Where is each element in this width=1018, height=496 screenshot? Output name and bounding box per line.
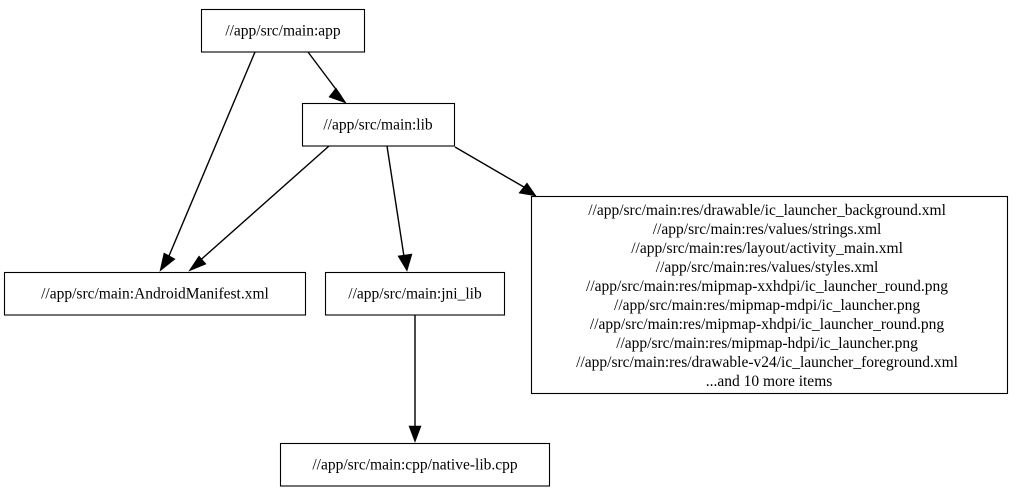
node-label-native-lib: //app/src/main:cpp/native-lib.cpp [312,457,518,474]
arrowhead-icon [188,255,207,272]
edge-line [454,146,530,191]
node-box[interactable] [3,271,307,316]
node-jni-lib[interactable]: //app/src/main:jni_lib [324,271,506,316]
node-box[interactable] [324,271,506,316]
resource-line: //app/src/main:res/layout/activity_main.… [631,240,903,257]
node-app[interactable]: //app/src/main:app [200,8,366,53]
resource-line: //app/src/main:res/drawable/ic_launcher_… [588,202,946,219]
resource-line: //app/src/main:res/mipmap-mdpi/ic_launch… [614,297,920,314]
node-box[interactable] [301,102,456,147]
edge-lib-to-manifest [188,145,330,272]
resource-line: //app/src/main:res/mipmap-xhdpi/ic_launc… [590,316,945,333]
node-box[interactable] [200,8,366,53]
arrowhead-icon [518,182,537,197]
node-manifest[interactable]: //app/src/main:AndroidManifest.xml [3,271,307,316]
resource-line: //app/src/main:res/values/strings.xml [653,221,882,238]
resource-line: //app/src/main:res/drawable-v24/ic_launc… [576,354,958,371]
arrowhead-icon [397,253,413,272]
node-box[interactable] [279,442,551,487]
edge-line [165,51,256,264]
node-label-app: //app/src/main:app [225,23,341,40]
node-label-manifest: //app/src/main:AndroidManifest.xml [41,286,269,303]
resource-line: //app/src/main:res/mipmap-hdpi/ic_launch… [616,335,918,352]
resource-line: //app/src/main:res/values/styles.xml [656,259,879,276]
node-resources[interactable]: //app/src/main:res/drawable/ic_launcher_… [530,195,1009,395]
node-lib[interactable]: //app/src/main:lib [301,102,456,147]
edge-line [195,145,330,265]
arrowhead-icon [408,425,422,443]
edge-lib-to-resources [454,146,537,197]
edge-app-to-lib [307,51,347,104]
node-label-jni-lib: //app/src/main:jni_lib [348,286,482,303]
node-native-lib[interactable]: //app/src/main:cpp/native-lib.cpp [279,442,551,487]
node-label-lib: //app/src/main:lib [323,117,433,134]
edge-line [386,145,406,264]
arrowhead-icon [328,87,347,104]
arrowhead-icon [159,252,176,272]
edge-app-to-manifest [159,51,256,272]
node-box[interactable] [530,195,1009,395]
resource-line: //app/src/main:res/mipmap-xxhdpi/ic_laun… [586,278,948,295]
resource-line: ...and 10 more items [706,373,833,390]
edge-jni-lib-to-native-lib [408,315,422,443]
node-label-resources: //app/src/main:res/drawable/ic_launcher_… [576,202,962,390]
edge-lib-to-jni-lib [386,145,413,272]
